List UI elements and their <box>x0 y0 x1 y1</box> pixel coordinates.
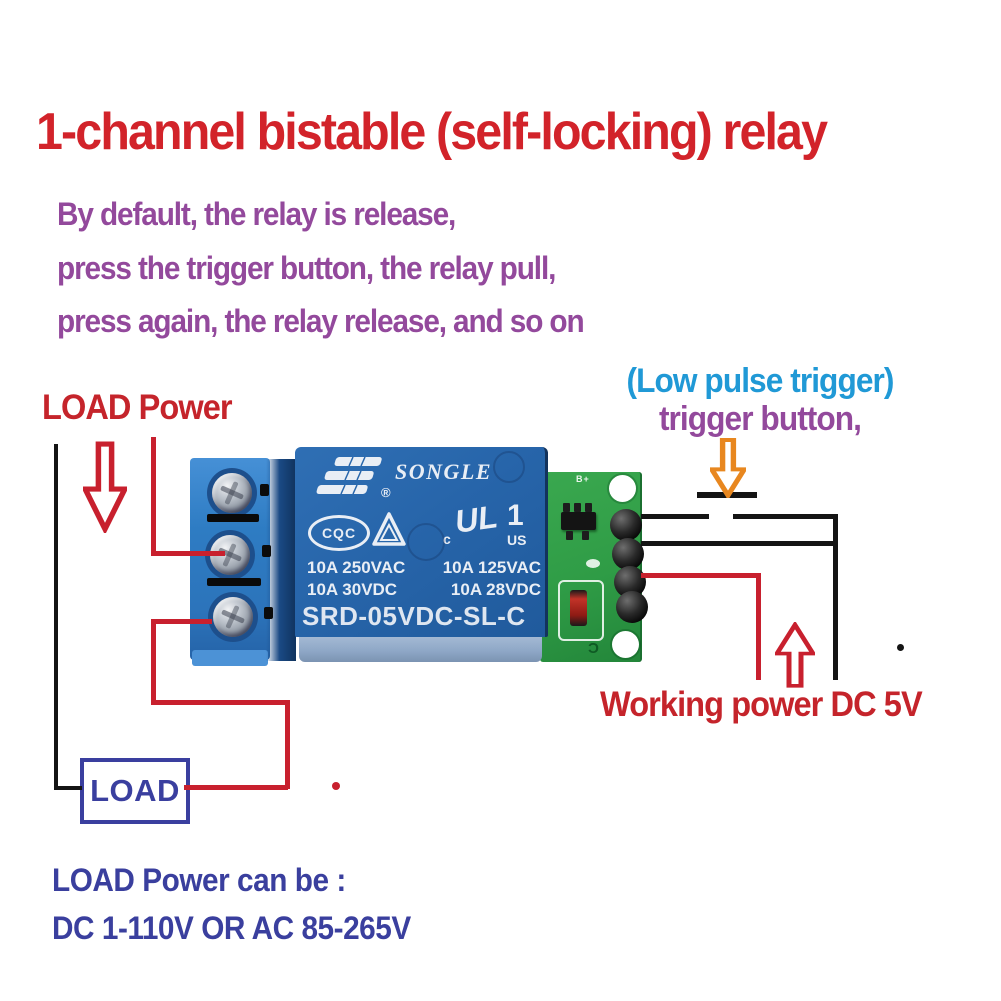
red-arrow-up-icon <box>775 622 815 688</box>
footer-line-1: LOAD Power can be : <box>52 862 346 898</box>
ul-c-label: c <box>443 531 451 547</box>
terminal-pin-dot-1 <box>260 484 269 496</box>
load-power-label: LOAD Power <box>42 388 233 427</box>
wire-red-to-load <box>184 785 288 790</box>
rating-ac-1: 10A 250VAC <box>307 558 406 577</box>
wire-red-com-horizontal <box>151 551 225 556</box>
wire-black-left-vertical <box>54 444 58 790</box>
ul-file-number: 1 <box>507 499 524 532</box>
description-line-3: press again, the relay release, and so o… <box>57 303 585 339</box>
rating-dc-2: 10A 28VDC <box>450 580 541 599</box>
wire-red-no-across <box>151 700 290 705</box>
wire-black-right-vertical <box>833 514 838 680</box>
wire-red-com-vertical <box>151 437 156 556</box>
pcb-silk-top: B+ <box>576 474 590 484</box>
registered-mark: ® <box>381 485 391 500</box>
wire-red-vcc-vertical <box>756 573 761 680</box>
wire-black-contact-right <box>733 514 838 519</box>
load-box-label: LOAD <box>90 773 180 808</box>
description-line-2: press the trigger button, the relay pull… <box>57 250 556 286</box>
cert-triangle-icon <box>372 512 406 546</box>
wire-red-no-vertical <box>151 619 156 704</box>
relay-body: SONGLE ® CQC c UL 1 US 10A 250VAC 10A 12… <box>295 447 548 637</box>
mounting-hole-bottom <box>612 631 639 658</box>
terminal-slot-1 <box>207 514 259 522</box>
cqc-cert-mark: CQC <box>308 515 370 551</box>
red-arrow-down-icon <box>83 441 127 533</box>
orange-arrow-down-icon <box>710 438 746 498</box>
header-pin-1 <box>610 509 642 541</box>
description-line-1: By default, the relay is release, <box>57 196 456 232</box>
ul-us-label: US <box>507 532 527 548</box>
red-dot <box>332 782 340 790</box>
black-dot <box>897 644 904 651</box>
terminal-slot-2 <box>207 578 261 586</box>
load-box: LOAD <box>80 758 190 824</box>
wire-black-gnd <box>641 541 838 546</box>
rating-dc-1: 10A 30VDC <box>307 580 398 599</box>
mold-circle-center <box>407 523 445 561</box>
terminal-block-base <box>192 650 268 666</box>
wire-black-left-to-load <box>54 786 82 790</box>
ic-leg <box>585 503 592 512</box>
working-power-label: Working power DC 5V <box>600 685 923 724</box>
wire-red-no-down <box>285 700 290 789</box>
relay-brand: SONGLE <box>395 459 493 484</box>
header-pin-2 <box>612 538 644 570</box>
page-title: 1-channel bistable (self-locking) relay <box>36 103 828 161</box>
led-silkscreen <box>558 580 604 641</box>
ic-leg <box>582 531 589 540</box>
pcb-silk-bottom: C <box>588 640 599 657</box>
relay-side-face <box>299 635 542 662</box>
ic-leg <box>563 503 570 512</box>
ic-leg <box>566 531 573 540</box>
solder-pad <box>586 559 600 568</box>
transistor-ic <box>561 512 596 530</box>
rating-ac-2: 10A 125VAC <box>442 558 541 577</box>
terminal-pin-dot-2 <box>262 545 271 557</box>
ul-letters: UL <box>452 498 500 540</box>
footer-line-2: DC 1-110V OR AC 85-265V <box>52 910 411 946</box>
mold-circle-top <box>493 451 525 483</box>
ul-cert-mark: c UL 1 US <box>441 498 541 549</box>
terminal-pin-dot-3 <box>264 607 273 619</box>
header-pin-4 <box>616 591 648 623</box>
terminal-block-shadow <box>266 459 296 661</box>
songle-logo-icon <box>316 456 382 495</box>
mounting-hole-top <box>609 475 636 502</box>
wire-black-contact-left <box>641 514 709 519</box>
low-pulse-trigger-label: (Low pulse trigger) <box>626 362 895 400</box>
relay-model-number: SRD-05VDC-SL-C <box>302 601 526 631</box>
terminal-screw-1 <box>212 473 252 513</box>
ic-leg <box>574 503 581 512</box>
trigger-button-label: trigger button, <box>658 400 862 438</box>
wire-red-no-horizontal <box>151 619 212 624</box>
terminal-screw-3 <box>213 597 253 637</box>
rating-row-2: 10A 30VDC 10A 28VDC <box>307 580 541 600</box>
wire-red-vcc-horizontal <box>641 573 761 578</box>
rating-row-1: 10A 250VAC 10A 125VAC <box>307 558 541 578</box>
status-led <box>570 590 587 626</box>
